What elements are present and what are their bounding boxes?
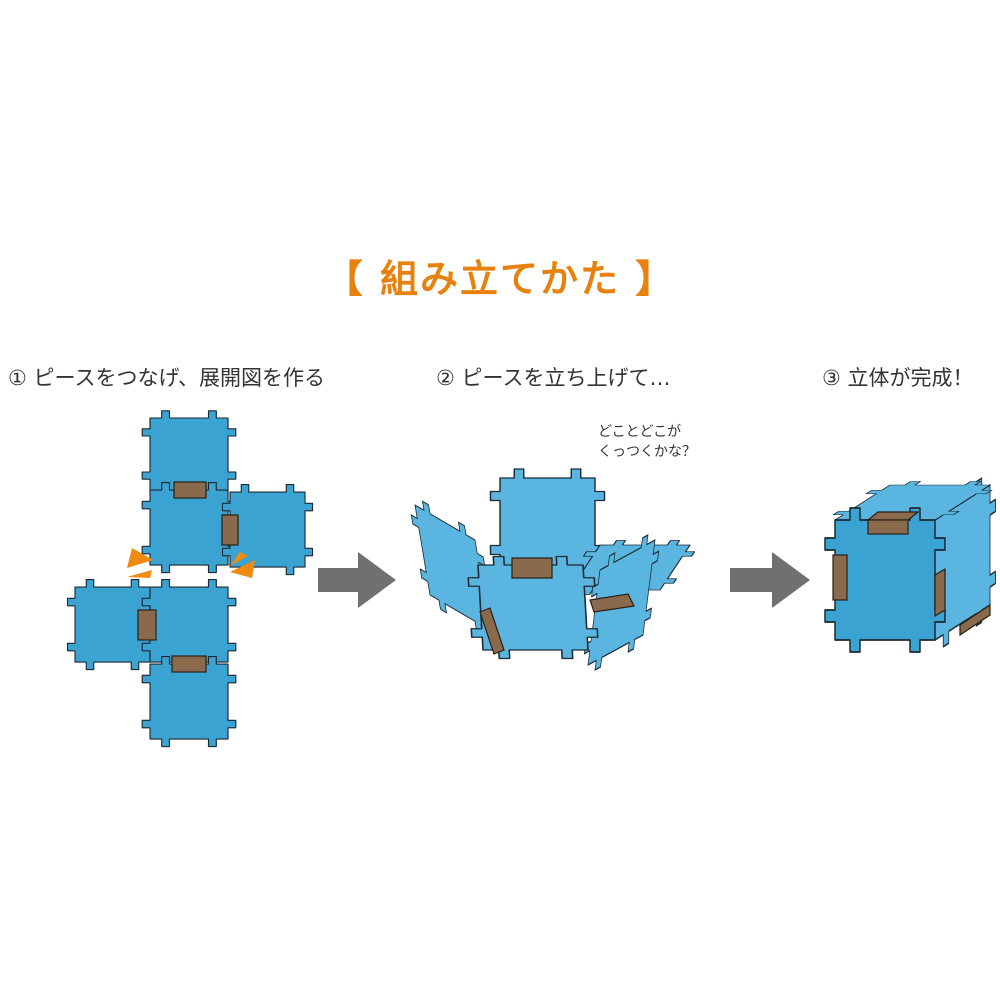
speech-line-1: どことどこが <box>598 424 682 440</box>
speech-text: どことどこが くっつくかな？ <box>598 422 696 462</box>
connector <box>959 603 991 637</box>
arrow-right-icon <box>318 552 396 608</box>
connector <box>479 607 505 655</box>
speech-line-2: くっつくかな？ <box>598 444 696 460</box>
connector <box>867 519 909 535</box>
connector <box>171 655 207 673</box>
connector <box>832 554 848 601</box>
page-title: 【 組み立てかた 】 <box>324 257 676 301</box>
connector <box>934 567 946 618</box>
arrow-right-icon <box>730 552 810 608</box>
connector <box>173 481 207 499</box>
half-assembled-bowl <box>406 468 703 679</box>
hint-arrow-icon <box>230 552 248 566</box>
step-1-label: ① ピースをつなげ、展開図を作る <box>8 366 325 390</box>
net-diagram <box>66 410 314 748</box>
step-2-label: ② ピースを立ち上げて… <box>436 366 671 390</box>
connector <box>137 609 157 641</box>
hint-arrow-icon <box>230 560 255 578</box>
hint-arrow-icon <box>127 548 153 568</box>
connector <box>511 557 553 579</box>
completed-cube <box>818 468 1000 657</box>
hint-arrow-icon <box>127 570 152 578</box>
connector <box>589 593 635 613</box>
step-3-label: ③ 立体が完成！ <box>822 366 974 390</box>
connector <box>221 514 239 546</box>
